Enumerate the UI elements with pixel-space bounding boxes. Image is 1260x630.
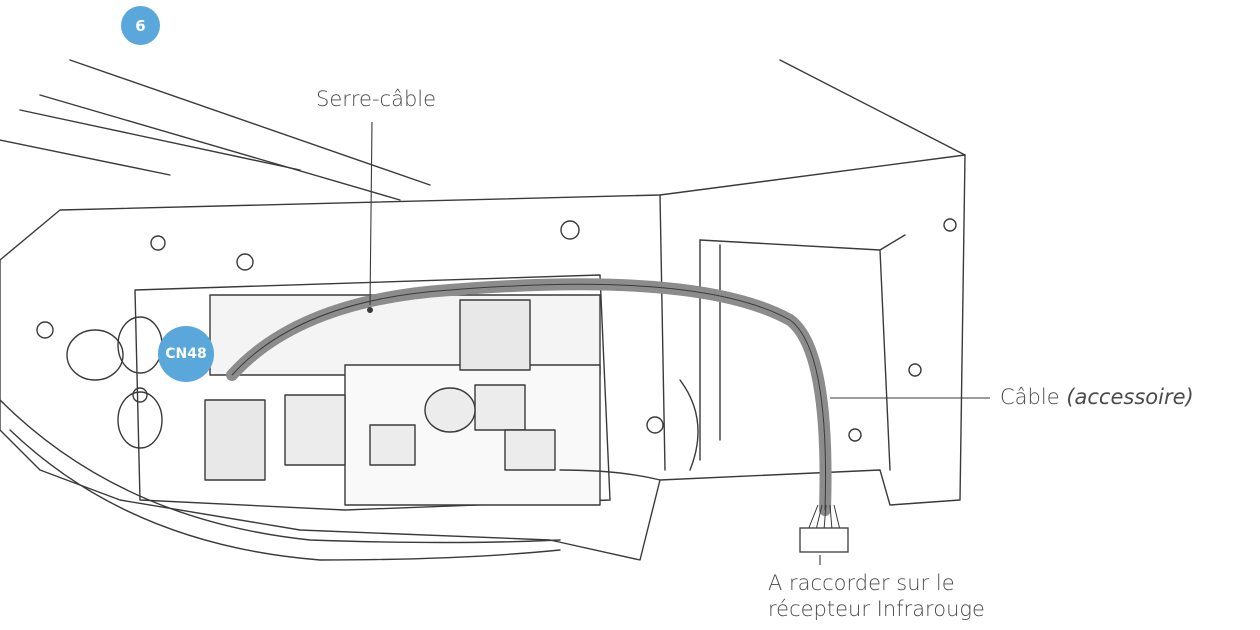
transformer xyxy=(284,394,346,466)
side-panel-edge xyxy=(699,239,721,461)
screw xyxy=(236,253,254,271)
grommet xyxy=(117,316,163,374)
top-panel-line xyxy=(0,139,171,176)
top-panel-line xyxy=(69,59,431,186)
terminal-block-left xyxy=(204,399,266,481)
pipe xyxy=(559,379,699,481)
screw xyxy=(132,387,148,403)
top-panel-line xyxy=(779,59,966,156)
pcb-upper xyxy=(209,294,601,376)
screw xyxy=(848,428,862,442)
screw xyxy=(943,218,957,232)
relay xyxy=(504,429,556,471)
screw xyxy=(150,235,166,251)
chassis-outline xyxy=(0,154,966,561)
cable-tie-marker xyxy=(367,307,373,313)
transformer xyxy=(474,384,526,431)
callout-connect-line2: récepteur Infrarouge xyxy=(768,597,985,622)
cable-connector xyxy=(799,527,849,553)
accessory-cable-outline xyxy=(231,283,827,511)
base-curve xyxy=(0,399,561,544)
callout-connect: A raccorder sur le récepteur Infrarouge xyxy=(768,570,985,623)
step-number-badge: 6 xyxy=(121,6,160,45)
terminal-block-top xyxy=(459,299,531,371)
callout-connect-line1: A raccorder sur le xyxy=(768,571,955,595)
top-panel-line xyxy=(39,94,401,201)
screw xyxy=(36,321,54,339)
relay xyxy=(369,424,416,466)
top-panel-line xyxy=(19,109,301,171)
grommet xyxy=(117,391,163,449)
callout-cable-tie: Serre-câble xyxy=(316,86,436,112)
connector-cn48-badge: CN48 xyxy=(158,326,214,382)
callout-cable-text: Câble xyxy=(1000,385,1060,409)
screw xyxy=(646,416,664,434)
cable-wires xyxy=(807,504,841,531)
screw xyxy=(908,363,922,377)
fan-motor xyxy=(66,329,124,381)
base-curve xyxy=(9,429,561,561)
leader-cable-tie xyxy=(369,121,373,306)
capacitor xyxy=(424,387,476,433)
screw xyxy=(560,220,580,240)
step-number: 6 xyxy=(135,16,146,35)
side-panel xyxy=(659,194,906,471)
callout-cable-tie-text: Serre-câble xyxy=(316,87,437,111)
callout-cable: Câble (accessoire) xyxy=(1000,384,1194,410)
callout-cable-qualifier: (accessoire) xyxy=(1066,385,1194,409)
connector-label: CN48 xyxy=(165,346,207,362)
